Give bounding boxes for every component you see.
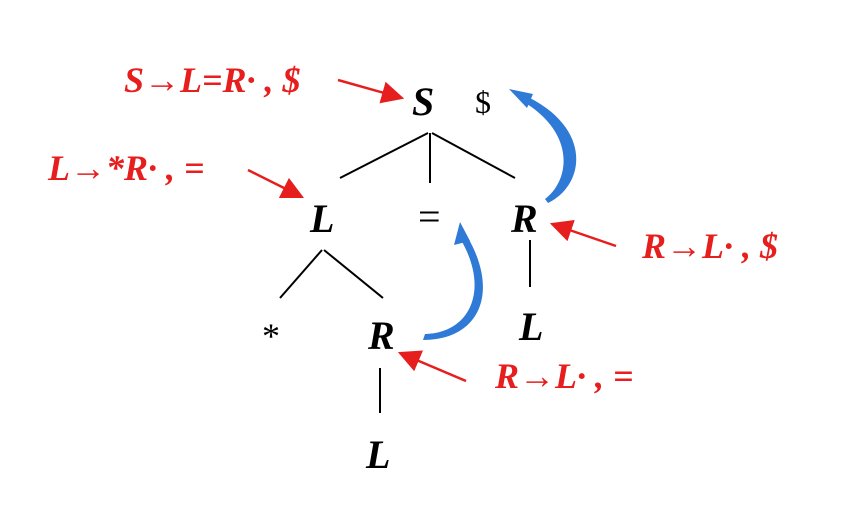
blue-curved-arrow-icon bbox=[423, 222, 483, 340]
annotation-s-item: S→L=R· , $ bbox=[124, 60, 301, 100]
blue-curved-arrow-icon bbox=[509, 89, 577, 203]
node-r-right: R bbox=[510, 196, 538, 241]
node-s: S bbox=[412, 79, 434, 124]
edge-l-star bbox=[279, 249, 323, 299]
red-pointer-arrow-icon bbox=[247, 168, 305, 199]
node-equals: = bbox=[418, 194, 441, 239]
annotation-r-right-item: R→L· , $ bbox=[641, 226, 778, 266]
red-pointer-arrow-icon bbox=[549, 219, 617, 248]
edge-s-r bbox=[431, 132, 516, 179]
node-l: L bbox=[309, 196, 334, 241]
red-pointer-arrow-icon bbox=[337, 78, 405, 104]
red-pointer-arrow-icon bbox=[397, 350, 467, 383]
node-star: * bbox=[262, 316, 280, 356]
node-l-under-right-r: L bbox=[518, 304, 543, 349]
node-l-under-left-r: L bbox=[365, 432, 390, 477]
node-s-lookahead: $ bbox=[475, 84, 491, 120]
annotation-l-item: L→*R· , = bbox=[47, 148, 205, 188]
node-r-left: R bbox=[367, 313, 395, 358]
edge-l-r bbox=[323, 249, 384, 299]
edge-s-l bbox=[339, 132, 429, 179]
annotation-r-left-item: R→L· , = bbox=[494, 356, 634, 396]
